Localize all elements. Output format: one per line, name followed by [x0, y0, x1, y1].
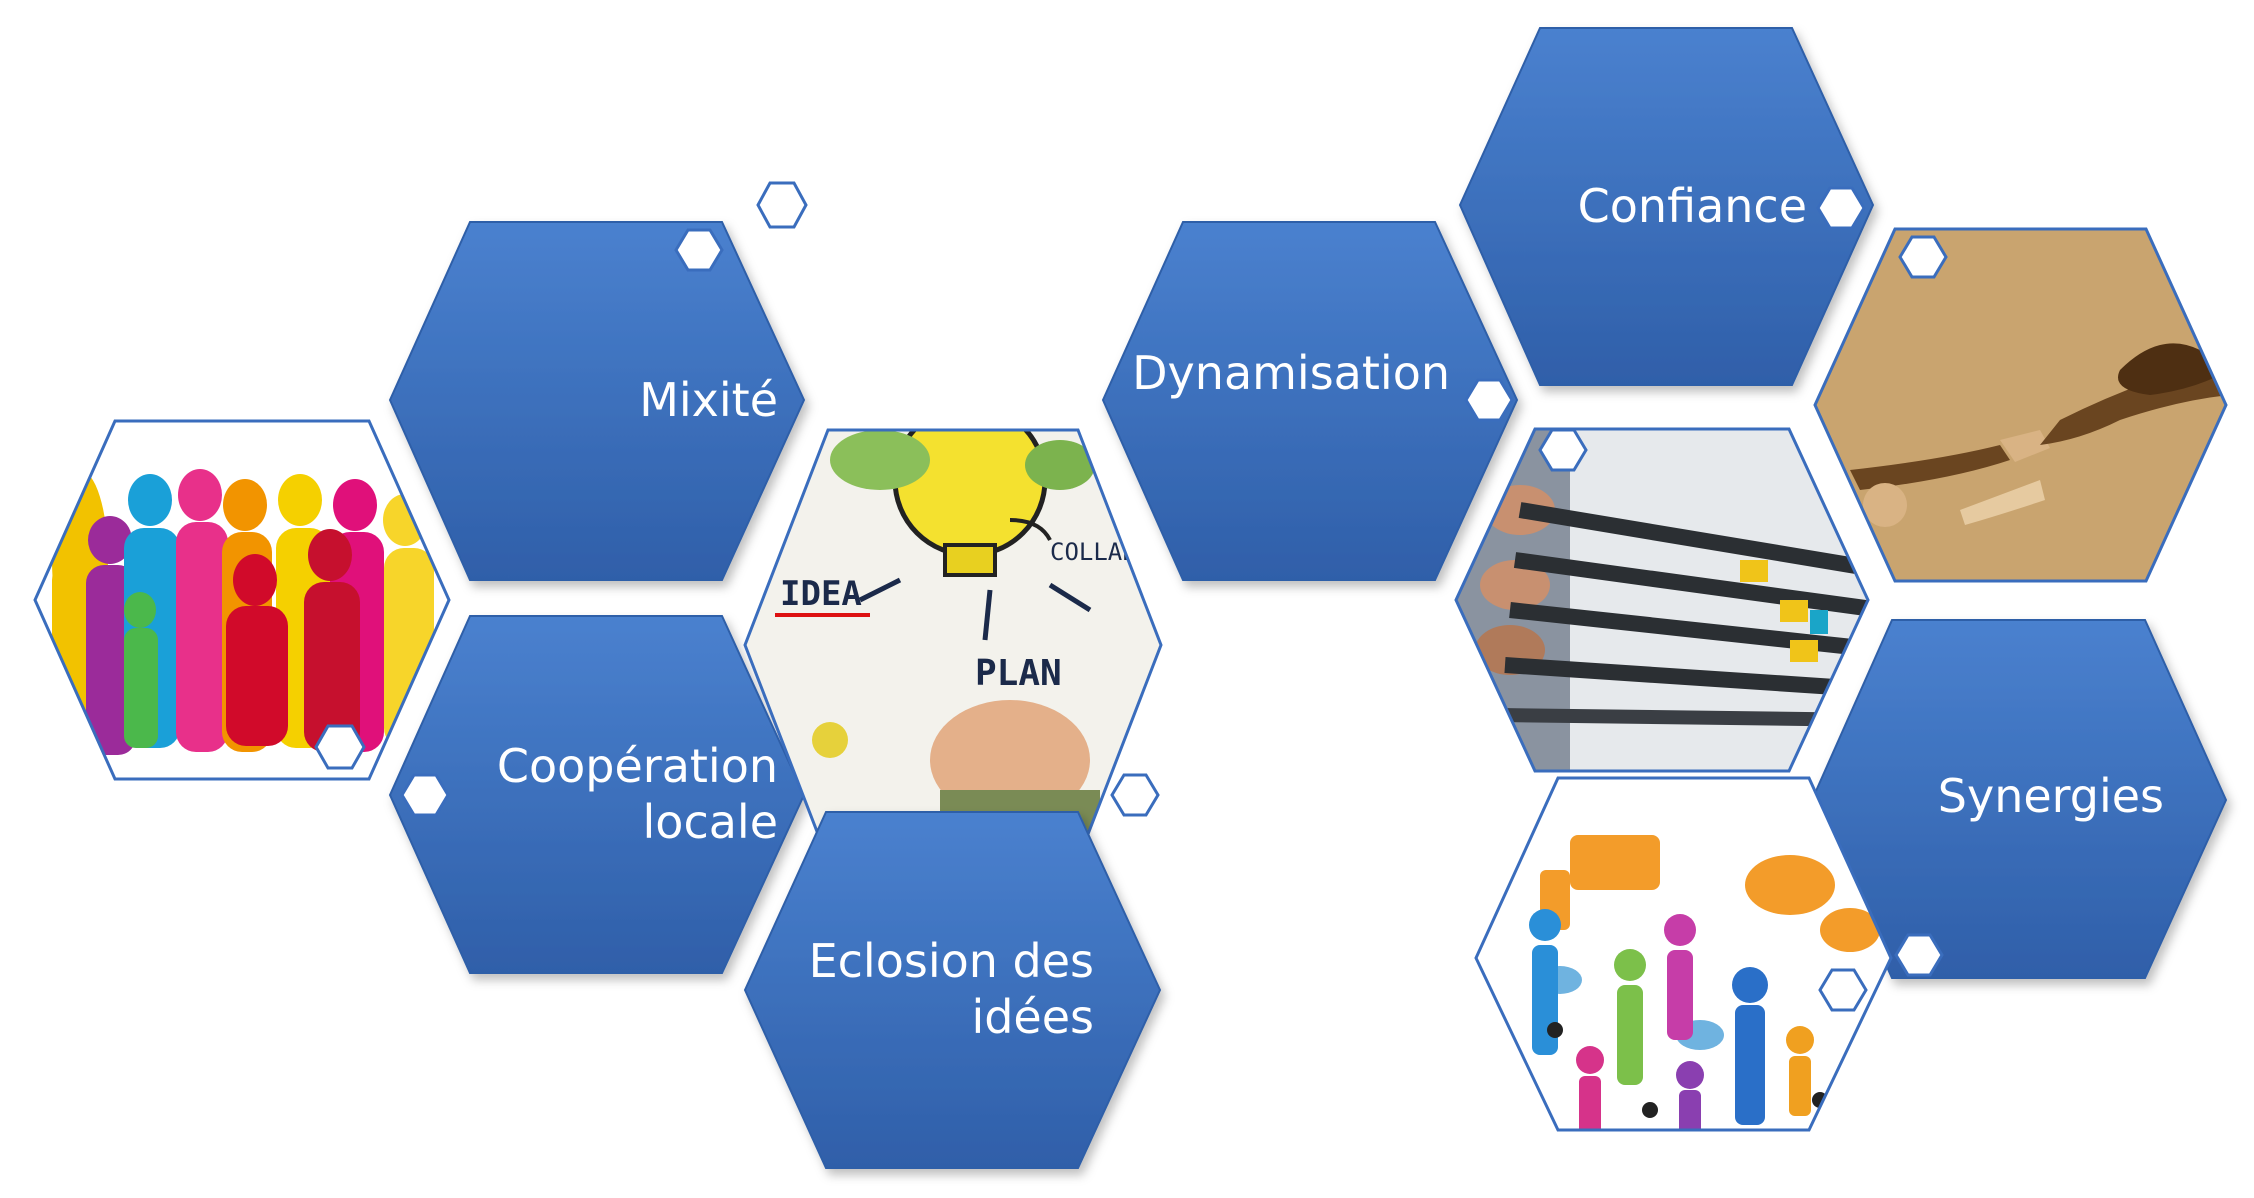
label-cooperation: Coopération locale	[497, 738, 778, 850]
label-cooperation-line2: locale	[642, 795, 778, 849]
lightbulb-idea-icon: IDEA COLLABO PLAN	[745, 430, 1161, 860]
hex-mixite	[388, 221, 806, 581]
hex-picture-rowing	[1454, 427, 1870, 773]
label-synergies: Synergies	[1938, 768, 2164, 824]
label-dynamisation: Dynamisation	[1132, 345, 1450, 401]
svg-text:PLAN: PLAN	[975, 653, 1062, 694]
small-hex	[1538, 428, 1588, 472]
small-hex	[756, 181, 808, 229]
label-cooperation-line1: Coopération	[496, 739, 778, 793]
label-confiance-line1: Confiance	[1577, 179, 1807, 233]
small-hex-decorations	[314, 181, 1948, 1012]
label-confiance: Confiance	[1578, 178, 1807, 234]
label-eclosion-line2: idées	[971, 990, 1094, 1044]
hex-dynamisation	[1101, 221, 1519, 581]
small-hex	[1110, 773, 1160, 817]
hex-picture-diversity	[33, 419, 451, 781]
label-mixite-line1: Mixité	[639, 373, 778, 427]
label-synergies-line1: Synergies	[1937, 769, 2164, 823]
small-hex	[674, 228, 724, 272]
people-silhouettes-icon	[35, 421, 449, 779]
small-hex	[314, 724, 366, 770]
small-hex	[1464, 378, 1514, 422]
label-eclosion: Eclosion des idées	[809, 933, 1094, 1045]
people-speech-bubbles-icon	[1476, 778, 1891, 1130]
reaching-hands-icon	[1815, 229, 2226, 581]
hex-eclosion	[743, 811, 1162, 1169]
svg-text:IDEA: IDEA	[780, 574, 862, 614]
rowing-oars-icon	[1456, 429, 1868, 771]
label-dynamisation-line1: Dynamisation	[1132, 346, 1450, 400]
hex-picture-hands	[1813, 227, 2228, 583]
small-hex	[1898, 235, 1948, 279]
hex-picture-idea: IDEA COLLABO PLAN	[743, 428, 1163, 862]
small-hex	[1894, 933, 1944, 977]
label-eclosion-line1: Eclosion des	[808, 934, 1094, 988]
small-hex	[1818, 968, 1868, 1012]
hex-confiance	[1458, 27, 1875, 386]
hex-picture-communication	[1474, 776, 1893, 1132]
svg-text:COLLABO: COLLABO	[1050, 538, 1151, 566]
hex-synergies	[1810, 619, 2228, 979]
small-hex	[1816, 186, 1866, 230]
small-hex	[400, 773, 450, 817]
label-mixite: Mixité	[639, 372, 778, 428]
